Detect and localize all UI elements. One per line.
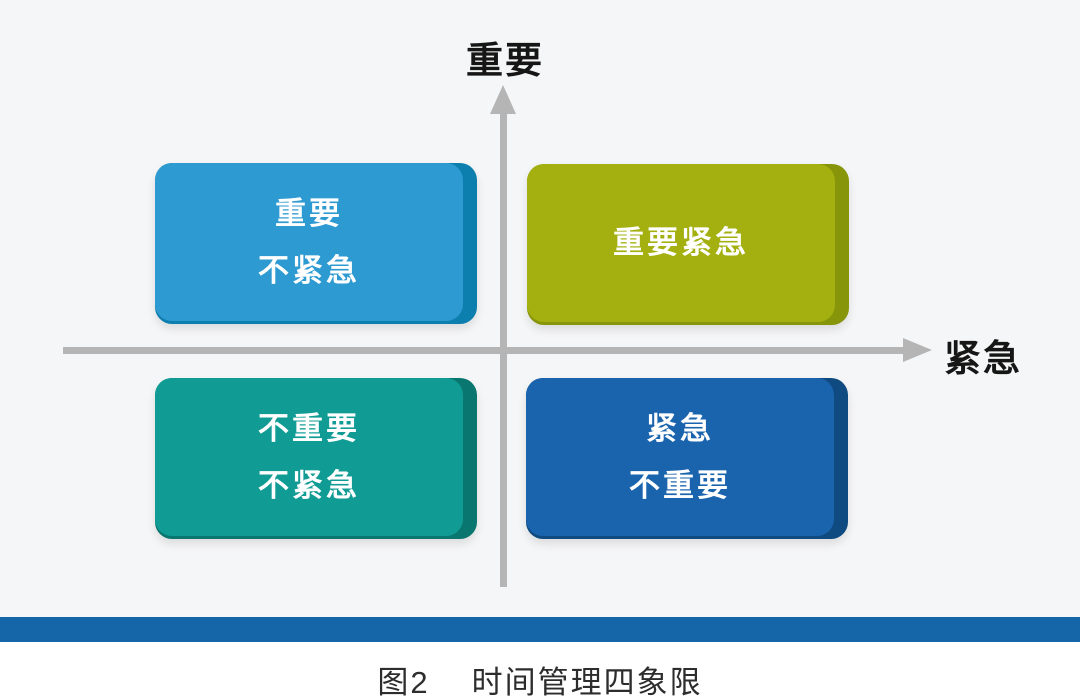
figure-title: 时间管理四象限: [471, 665, 703, 699]
quadrant-face: 重要 不紧急: [155, 163, 463, 321]
quadrant-not-important-not-urgent: 不重要 不紧急: [155, 378, 477, 539]
quadrant-important-urgent: 重要紧急: [527, 164, 849, 325]
quadrant-label-line: 不紧急: [258, 253, 360, 288]
quadrant-label-line: 不重要: [258, 410, 360, 446]
figure-number: 图2: [377, 665, 430, 699]
x-axis-label: 紧急: [944, 338, 1022, 379]
quadrant-face: 不重要 不紧急: [155, 378, 463, 536]
quadrant-label-line: 不紧急: [258, 468, 360, 503]
quadrant-label-line: 重要: [275, 195, 343, 231]
quadrant-important-not-urgent: 重要 不紧急: [155, 163, 477, 324]
quadrant-label-line: 紧急: [646, 410, 714, 446]
quadrant-face: 紧急 不重要: [526, 378, 834, 536]
y-axis-label: 重要: [466, 40, 544, 81]
figure-caption: 图2 时间管理四象限: [0, 657, 1080, 699]
quadrant-label-line: 不重要: [629, 468, 731, 503]
arrow-up-icon: [490, 85, 516, 114]
arrow-right-icon: [903, 338, 932, 362]
x-axis-line: [63, 347, 905, 354]
quadrant-urgent-not-important: 紧急 不重要: [526, 378, 848, 539]
divider-bar: [0, 617, 1080, 642]
quadrant-label-line: 重要紧急: [613, 225, 749, 261]
quadrant-face: 重要紧急: [527, 164, 835, 322]
caption-area: [0, 642, 1080, 699]
